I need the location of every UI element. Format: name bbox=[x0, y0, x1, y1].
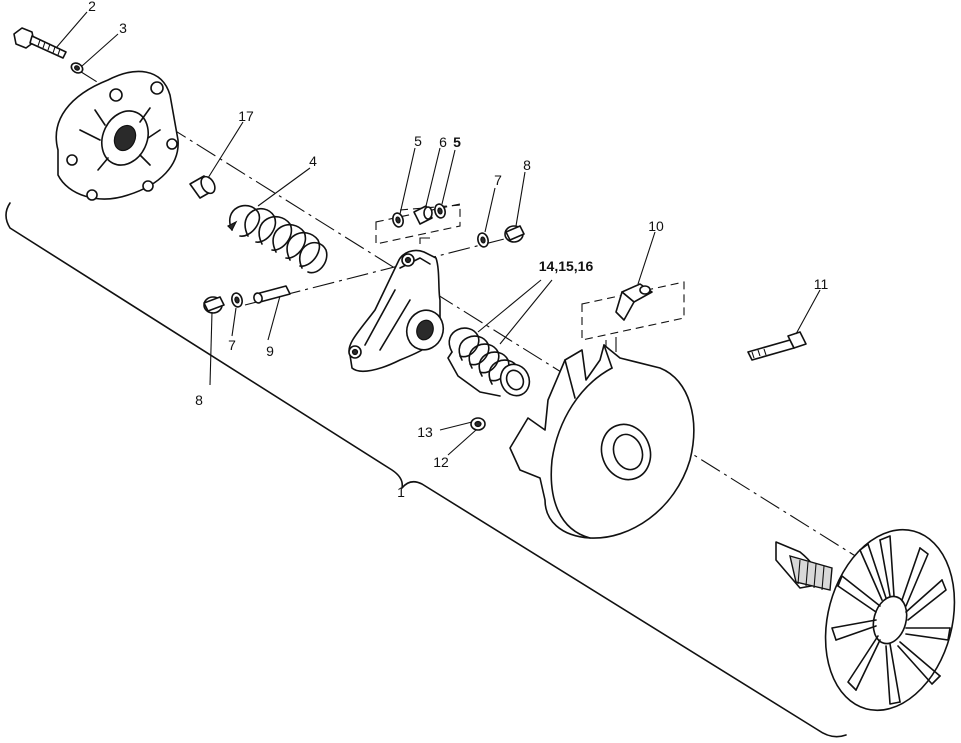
pin-axis bbox=[244, 234, 521, 306]
roller-left-part bbox=[203, 296, 225, 314]
callout-14-15-16: 14,15,16 bbox=[539, 258, 594, 274]
movable-sheave-part bbox=[509, 344, 695, 539]
callout-8a: 8 bbox=[195, 392, 203, 408]
spider-arm-part bbox=[348, 249, 445, 372]
callout-5a: 5 bbox=[414, 133, 422, 149]
callout-4: 4 bbox=[309, 153, 317, 169]
nut-part bbox=[470, 417, 486, 431]
callout-10: 10 bbox=[648, 218, 664, 234]
callout-5b: 5 bbox=[453, 134, 461, 150]
washer-part bbox=[70, 62, 84, 74]
callout-11: 11 bbox=[814, 276, 829, 292]
callout-7b: 7 bbox=[494, 172, 502, 188]
callout-6: 6 bbox=[439, 134, 447, 150]
bushing-part bbox=[189, 175, 216, 199]
leader-lines bbox=[55, 11, 821, 456]
spring-part bbox=[226, 204, 328, 274]
spacer-detail-box bbox=[375, 203, 461, 245]
callout-7a: 7 bbox=[228, 337, 236, 353]
callout-9: 9 bbox=[266, 343, 274, 359]
assembly-bracket bbox=[5, 202, 847, 738]
cover-plate-part bbox=[55, 70, 179, 201]
callout-13: 13 bbox=[417, 424, 433, 440]
roller-right-part bbox=[504, 225, 525, 243]
callout-3: 3 bbox=[119, 20, 127, 36]
pin-part bbox=[253, 285, 291, 304]
washer-right-part bbox=[477, 232, 489, 248]
key-detail-box bbox=[581, 281, 685, 355]
callout-1: 1 bbox=[397, 484, 405, 500]
callout-8b: 8 bbox=[523, 157, 531, 173]
washer-left-part bbox=[231, 292, 243, 308]
assembly-centerline bbox=[77, 69, 946, 613]
callout-17: 17 bbox=[238, 108, 254, 124]
callout-12: 12 bbox=[433, 454, 449, 470]
bolt-part bbox=[13, 27, 67, 59]
fixed-sheave-part bbox=[775, 528, 956, 712]
callout-2: 2 bbox=[88, 0, 96, 14]
callout-labels: 2 3 17 4 5 6 5 7 8 14,15,16 10 11 7 9 8 … bbox=[88, 0, 828, 500]
long-bolt-part bbox=[747, 331, 807, 361]
small-spring-part bbox=[447, 327, 531, 397]
